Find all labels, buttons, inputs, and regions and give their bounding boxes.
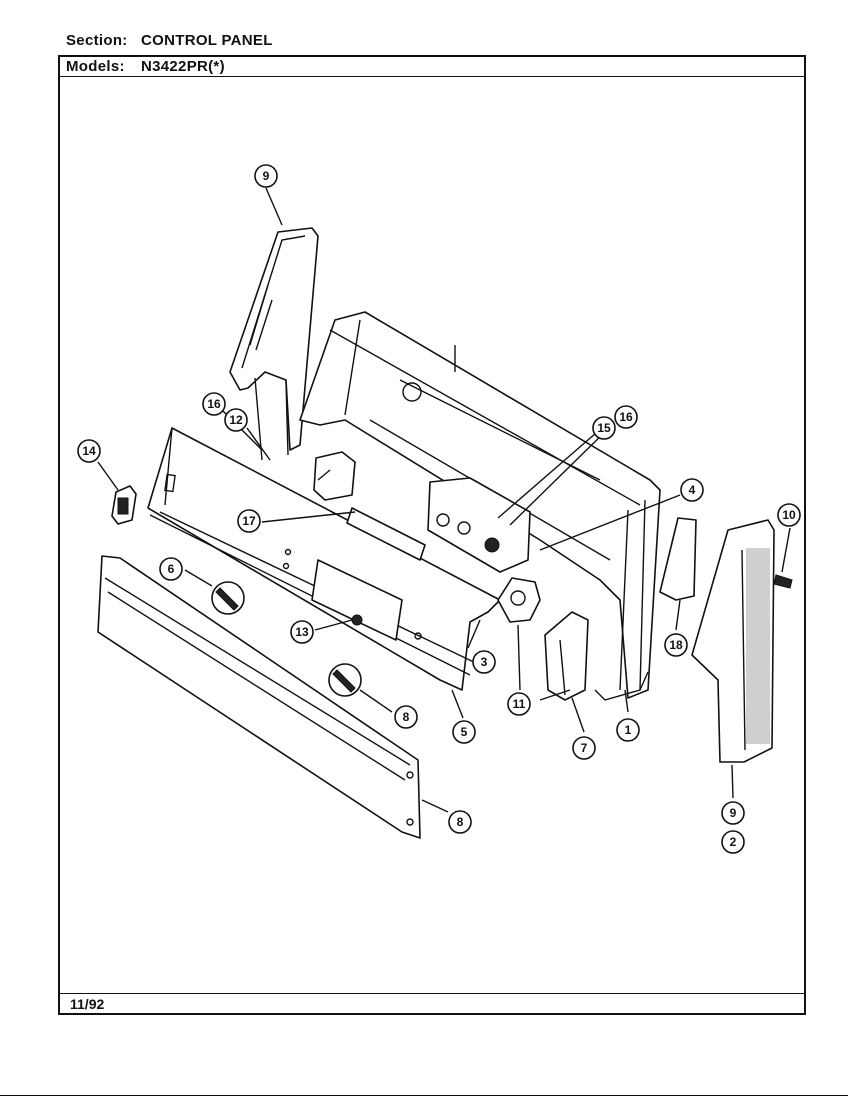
callout-number: 8 [457,815,464,829]
models-label: Models: [66,58,125,75]
callout-8: 8 [448,810,472,834]
callout-9: 9 [254,164,278,188]
revision-date: 11/92 [70,996,105,1012]
part-control-knob-lower [328,663,362,697]
callout-number: 14 [82,444,96,458]
part-screw [773,574,793,589]
callout-bubble [237,509,261,533]
callout-bubble [721,830,745,854]
callout-number: 9 [730,806,737,820]
part-terminal-block [313,451,356,501]
callout-bubble [448,810,472,834]
callout-number: 5 [461,725,468,739]
models-header: Models: N3422PR(*) [66,58,225,75]
callout-6: 6 [159,557,183,581]
callout-bubble [664,633,688,657]
callout-number: 11 [513,697,526,711]
callout-number: 10 [782,508,796,522]
callout-3: 3 [472,650,496,674]
page-bottom-rule [0,1095,848,1096]
part-front-trim-panel [97,555,421,839]
callout-bubble [616,718,640,742]
part-switch [111,485,137,525]
callout-9: 9 [721,801,745,825]
callout-8: 8 [394,705,418,729]
callout-number: 4 [689,483,696,497]
section-title: CONTROL PANEL [141,32,273,49]
callout-bubble [777,503,801,527]
leader-lines [97,187,791,813]
callout-13: 13 [290,620,314,644]
callout-15: 15 [592,416,616,440]
section-header: Section: CONTROL PANEL [66,32,273,49]
section-label: Section: [66,32,128,49]
callout-bubble [452,720,476,744]
callout-17: 17 [237,509,261,533]
callout-bubble [202,392,226,416]
callout-16: 16 [614,405,638,429]
callout-number: 18 [669,638,683,652]
part-clock-module [427,477,531,573]
callout-14: 14 [77,439,101,463]
header-divider [58,76,806,77]
callout-10: 10 [777,503,801,527]
callout-5: 5 [452,720,476,744]
callout-16: 16 [202,392,226,416]
part-main-frame [299,311,661,701]
callout-1: 1 [616,718,640,742]
callout-bubble [472,650,496,674]
callout-bubble [77,439,101,463]
callout-bubble [254,164,278,188]
callout-number: 16 [619,410,633,424]
callout-2: 2 [721,830,745,854]
part-mount-bracket [539,611,589,701]
callout-bubble [614,405,638,429]
callout-18: 18 [664,633,688,657]
diagram-frame [58,55,806,1015]
callout-12: 12 [224,408,248,432]
part-small-plate [659,517,697,601]
callout-number: 7 [581,741,588,755]
callout-bubble [572,736,596,760]
callout-bubble [159,557,183,581]
callout-number: 12 [229,413,243,427]
callout-number: 9 [263,169,270,183]
part-thermostat [497,577,541,623]
part-end-cap [691,519,775,763]
callout-number: 15 [597,421,611,435]
callout-number: 6 [168,562,175,576]
callout-bubble [507,692,531,716]
callout-bubble [224,408,248,432]
part-control-panel-housing [147,427,501,691]
models-value: N3422PR(*) [141,58,225,75]
callout-4: 4 [680,478,704,502]
callout-number: 17 [242,514,256,528]
callout-number: 3 [481,655,488,669]
footer-divider [58,993,806,994]
callout-bubble [592,416,616,440]
callout-number: 1 [625,723,632,737]
callout-number: 8 [403,710,410,724]
callout-bubble [290,620,314,644]
callout-number: 13 [295,625,309,639]
callout-number: 2 [730,835,737,849]
callout-bubble [394,705,418,729]
callout-bubble [721,801,745,825]
part-control-knob-upper [211,581,245,615]
callout-7: 7 [572,736,596,760]
part-side-bracket-upper [229,227,319,461]
callout-bubble [680,478,704,502]
callout-11: 11 [507,692,531,716]
callout-number: 16 [207,397,221,411]
